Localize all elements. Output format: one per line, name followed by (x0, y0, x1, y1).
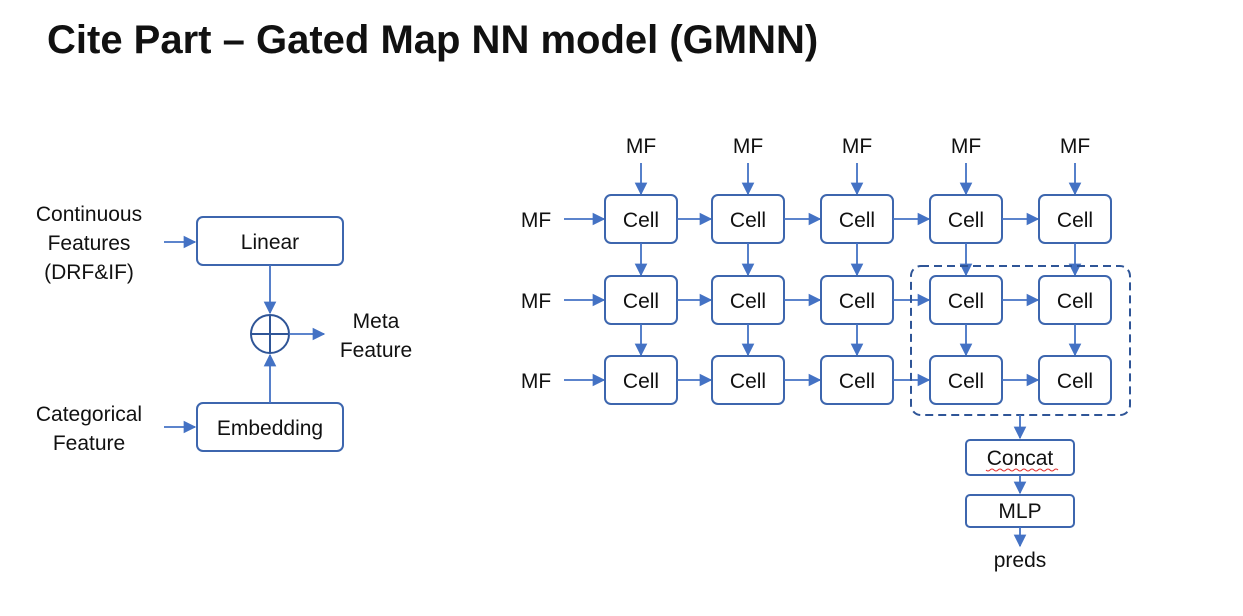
cell-label: Cell (1057, 290, 1093, 313)
page-title: Cite Part – Gated Map NN model (GMNN) (47, 18, 819, 62)
cell-label: Cell (839, 290, 875, 313)
cell-label: Cell (948, 290, 984, 313)
top-mf-label: MF (733, 135, 763, 158)
cell-label: Cell (839, 209, 875, 232)
cell-label: Cell (730, 209, 766, 232)
output-head: Concat MLP preds (965, 415, 1075, 572)
continuous-label-line-2: Features (48, 232, 131, 255)
top-mf-label: MF (951, 135, 981, 158)
mlp-label: MLP (998, 500, 1041, 523)
embedding-label: Embedding (217, 417, 323, 440)
meta-feature-module: Continuous Features (DRF&IF) Categorical… (36, 203, 412, 455)
meta-feature-label-line-1: Meta (353, 310, 400, 333)
linear-label: Linear (241, 231, 299, 254)
cell-label: Cell (730, 290, 766, 313)
meta-feature-label-line-2: Feature (340, 339, 412, 362)
categorical-label-line-2: Feature (53, 432, 125, 455)
concat-label: Concat (987, 447, 1054, 470)
spellcheck-underline (985, 468, 1059, 472)
row-mf-label: MF (521, 209, 551, 232)
cell-label: Cell (1057, 209, 1093, 232)
cell-label: Cell (623, 290, 659, 313)
continuous-label-line-1: Continuous (36, 203, 142, 226)
preds-label: preds (994, 549, 1047, 572)
categorical-label-line-1: Categorical (36, 403, 142, 426)
row-mf-label: MF (521, 290, 551, 313)
top-mf-label: MF (842, 135, 872, 158)
cell-label: Cell (948, 209, 984, 232)
cell-label: Cell (948, 370, 984, 393)
continuous-label-line-3: (DRF&IF) (44, 261, 134, 284)
row-mf-label: MF (521, 370, 551, 393)
cell-label: Cell (623, 209, 659, 232)
cell-label: Cell (839, 370, 875, 393)
top-mf-label: MF (626, 135, 656, 158)
cell-box (1038, 355, 1112, 405)
cell-label: Cell (1057, 370, 1093, 393)
cell-label: Cell (730, 370, 766, 393)
sum-icon (250, 314, 290, 354)
top-mf-label: MF (1060, 135, 1090, 158)
cell-label: Cell (623, 370, 659, 393)
